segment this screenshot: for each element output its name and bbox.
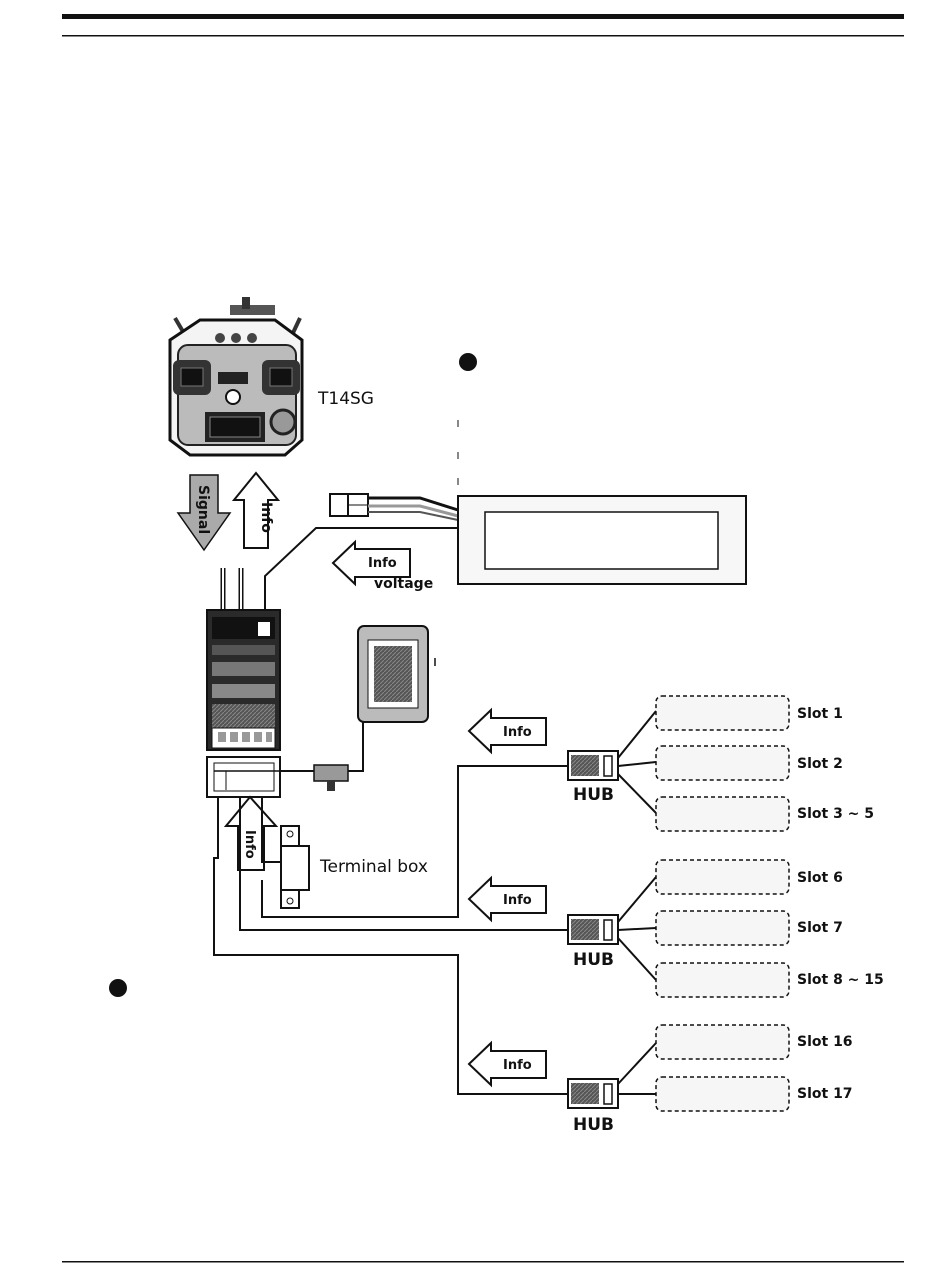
- slot-box-4: [656, 860, 789, 894]
- header-rule-thick: [62, 14, 904, 19]
- callout-dot-bottom: [109, 979, 127, 997]
- slot-box-1: [656, 696, 789, 730]
- footer-rule: [62, 1261, 904, 1263]
- slot-label-4: Slot 6: [797, 870, 843, 886]
- slot-label-3: Slot 3 ~ 5: [797, 806, 874, 822]
- slot-box-6: [656, 963, 789, 997]
- info-label-hub-3: Info: [503, 1058, 532, 1073]
- slot-box-7: [656, 1025, 789, 1059]
- slot-label-2: Slot 2: [797, 756, 843, 772]
- hub-2-label: HUB: [573, 950, 614, 970]
- signal-label: Signal: [195, 485, 211, 534]
- info-label-hub-1: Info: [503, 725, 532, 740]
- slot-box-8: [656, 1077, 789, 1111]
- hub-3-label: HUB: [573, 1115, 614, 1135]
- hub-1-label: HUB: [573, 785, 614, 805]
- hub-3: [568, 1043, 656, 1108]
- info-label-hub-2: Info: [503, 893, 532, 908]
- transmitter-illustration: [170, 297, 302, 455]
- slot-box-3: [656, 797, 789, 831]
- slot-box-2: [656, 746, 789, 780]
- header-rule-thin: [62, 35, 904, 37]
- receiver-illustration: [207, 568, 280, 750]
- info-label-voltage: Info: [368, 556, 397, 571]
- slot-label-7: Slot 16: [797, 1034, 853, 1050]
- battery-connector: [330, 494, 458, 520]
- slot-label-6: Slot 8 ~ 15: [797, 972, 884, 988]
- switch-plug: [314, 765, 348, 781]
- callout-dot-top: [459, 353, 477, 371]
- slot-box-5: [656, 911, 789, 945]
- battery-label-window: [485, 512, 718, 569]
- slot-label-8: Slot 17: [797, 1086, 853, 1102]
- info-label-terminal: Info: [242, 830, 257, 859]
- transmitter-label: T14SG: [317, 389, 374, 409]
- slot-label-5: Slot 7: [797, 920, 843, 936]
- voltage-label: voltage: [374, 576, 433, 592]
- slot-label-1: Slot 1: [797, 706, 843, 722]
- terminal-box-label: Terminal box: [319, 857, 428, 877]
- info-label-transmitter: Info: [258, 502, 274, 533]
